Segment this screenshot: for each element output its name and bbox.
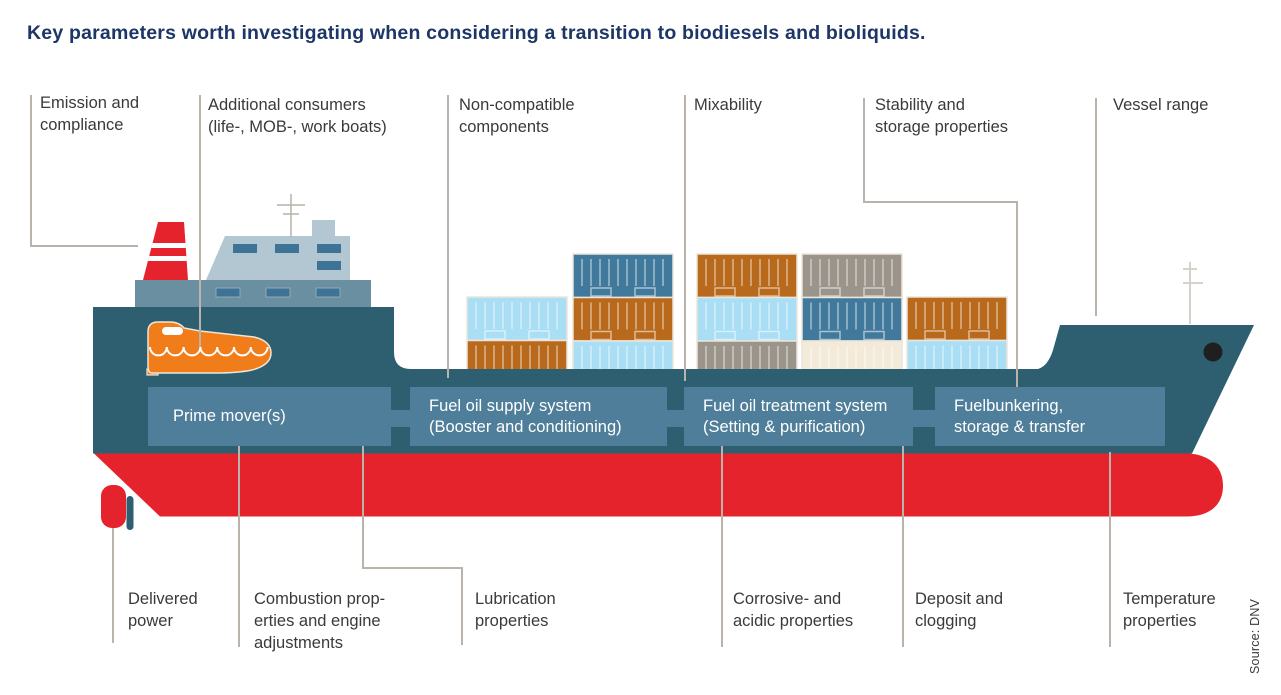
label-additional-consumers: Additional consumers (life-, MOB-, work … <box>208 96 387 136</box>
box-fuel-oil-treatment-system: Fuel oil treatment system (Setting & pur… <box>684 387 913 446</box>
leader-vessel-range <box>1095 98 1097 316</box>
container-brown <box>696 253 798 299</box>
container-lightblue <box>696 296 798 342</box>
leader-stability-v1 <box>863 98 865 201</box>
leader-emission-v <box>30 95 32 245</box>
bridge-superstructure <box>206 220 350 280</box>
box-prime-movers: Prime mover(s) <box>148 387 391 446</box>
label-vessel-range: Vessel range <box>1113 96 1209 114</box>
leader-additional-consumers <box>199 95 201 347</box>
leader-combustion <box>238 446 240 647</box>
label-mixability: Mixability <box>694 96 762 114</box>
box-connector-2 <box>666 410 685 427</box>
box-connector-3 <box>912 410 936 427</box>
source-credit: Source: DNV <box>1248 598 1262 674</box>
leader-corrosive <box>721 446 723 647</box>
leader-lubrication-v2 <box>461 567 463 645</box>
hawse-hole-icon <box>1203 342 1223 362</box>
leader-stability-h <box>863 201 1017 203</box>
leader-temperature <box>1109 452 1111 647</box>
label-deposit-clogging: Deposit and clogging <box>915 590 1004 630</box>
label-combustion: Combustion prop- erties and engine adjus… <box>254 590 386 652</box>
rudder-icon <box>126 496 134 530</box>
leader-stability-v2 <box>1016 201 1018 389</box>
hull-red-keel <box>94 453 1223 517</box>
aft-mast-icon <box>277 194 305 237</box>
leader-non-compatible <box>447 95 449 378</box>
container-lightblue <box>466 296 568 342</box>
box-fuel-bunkering: Fuelbunkering, storage & transfer <box>935 387 1165 446</box>
container-steelblue <box>572 253 674 299</box>
leader-deposit <box>902 446 904 647</box>
aft-deck-strip <box>135 280 371 307</box>
leader-lubrication-v1 <box>362 446 364 567</box>
propeller-icon <box>101 485 126 528</box>
leader-lubrication-h <box>362 567 462 569</box>
label-temperature: Temperature properties <box>1123 590 1216 630</box>
lifeboat-icon <box>146 321 272 376</box>
leader-delivered-power <box>112 528 114 643</box>
leader-emission-h <box>30 245 138 247</box>
leader-mixability <box>684 95 686 381</box>
container-stacks <box>466 253 1008 386</box>
box-connector-1 <box>390 410 411 427</box>
bow-mast-icon <box>1183 262 1203 324</box>
container-steelblue <box>801 296 903 342</box>
container-gray <box>801 253 903 299</box>
label-delivered-power: Delivered power <box>128 590 198 630</box>
container-brown <box>572 296 674 342</box>
container-brown <box>906 296 1008 342</box>
page-title: Key parameters worth investigating when … <box>27 22 926 44</box>
label-lubrication: Lubrication properties <box>475 590 556 630</box>
box-fuel-oil-supply-system: Fuel oil supply system (Booster and cond… <box>410 387 667 446</box>
label-corrosive-acidic: Corrosive- and acidic properties <box>733 590 854 630</box>
label-stability-storage: Stability and storage properties <box>875 96 1008 136</box>
label-emission-and-compliance: Emission and compliance <box>40 94 140 134</box>
label-non-compatible: Non-compatible components <box>459 96 575 136</box>
funnel-icon <box>143 222 188 280</box>
